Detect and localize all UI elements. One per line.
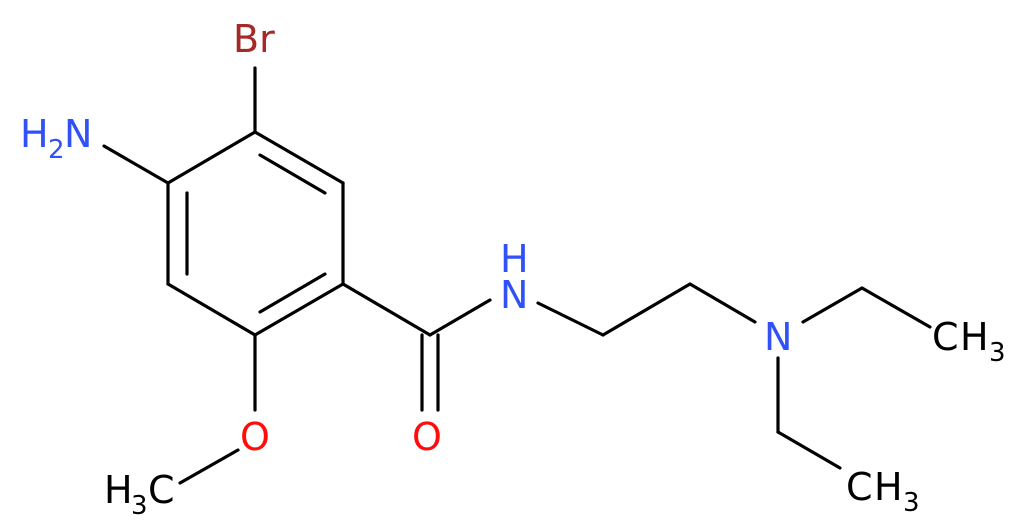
ethyl1-ch3-label: C H 3 [932, 315, 1006, 368]
ring-bond [166, 282, 257, 337]
bond-ch2-ch2 [601, 282, 692, 337]
svg-text:H: H [874, 465, 903, 509]
ring-bond [253, 130, 345, 185]
svg-text:N: N [64, 112, 92, 156]
bond-ch2-n [688, 282, 757, 324]
amine-n-label: N [764, 315, 792, 359]
svg-text:C: C [932, 315, 959, 359]
bond-carbonyl-c [341, 282, 432, 337]
ring-bond [253, 282, 345, 337]
amino-group-label: H 2 N [20, 112, 92, 165]
bromine-label: Br [233, 17, 275, 61]
bond-ethyl1-ch3 [860, 286, 932, 329]
benzene-ring [166, 130, 345, 337]
svg-text:3: 3 [903, 488, 920, 518]
bond-c-nh [428, 298, 492, 337]
svg-text:C: C [148, 468, 175, 512]
bond-n-ethyl1-ch2 [801, 286, 864, 324]
bond-nh-ch2 [536, 301, 605, 337]
amide-n-label: N [500, 273, 528, 317]
ring-bond [166, 130, 257, 185]
svg-text:3: 3 [131, 491, 148, 521]
bond-nh2 [102, 144, 170, 185]
ring-double-bond [258, 272, 327, 314]
amide-h-label: H [500, 237, 529, 281]
ring-double-bond [258, 153, 327, 195]
carbonyl-o-label: O [412, 415, 442, 459]
svg-text:H: H [20, 112, 49, 156]
ethyl2-ch3-label: C H 3 [846, 465, 920, 518]
svg-text:H: H [104, 468, 133, 512]
svg-text:2: 2 [48, 135, 65, 165]
bond-ethyl2-ch3 [776, 430, 842, 470]
methoxy-ch3-label: H 3 C [104, 468, 175, 521]
methoxy-o-label: O [240, 415, 270, 459]
svg-text:H: H [960, 315, 989, 359]
svg-text:C: C [846, 465, 873, 509]
svg-text:3: 3 [989, 338, 1006, 368]
bond-methoxy-ch3 [178, 448, 240, 485]
